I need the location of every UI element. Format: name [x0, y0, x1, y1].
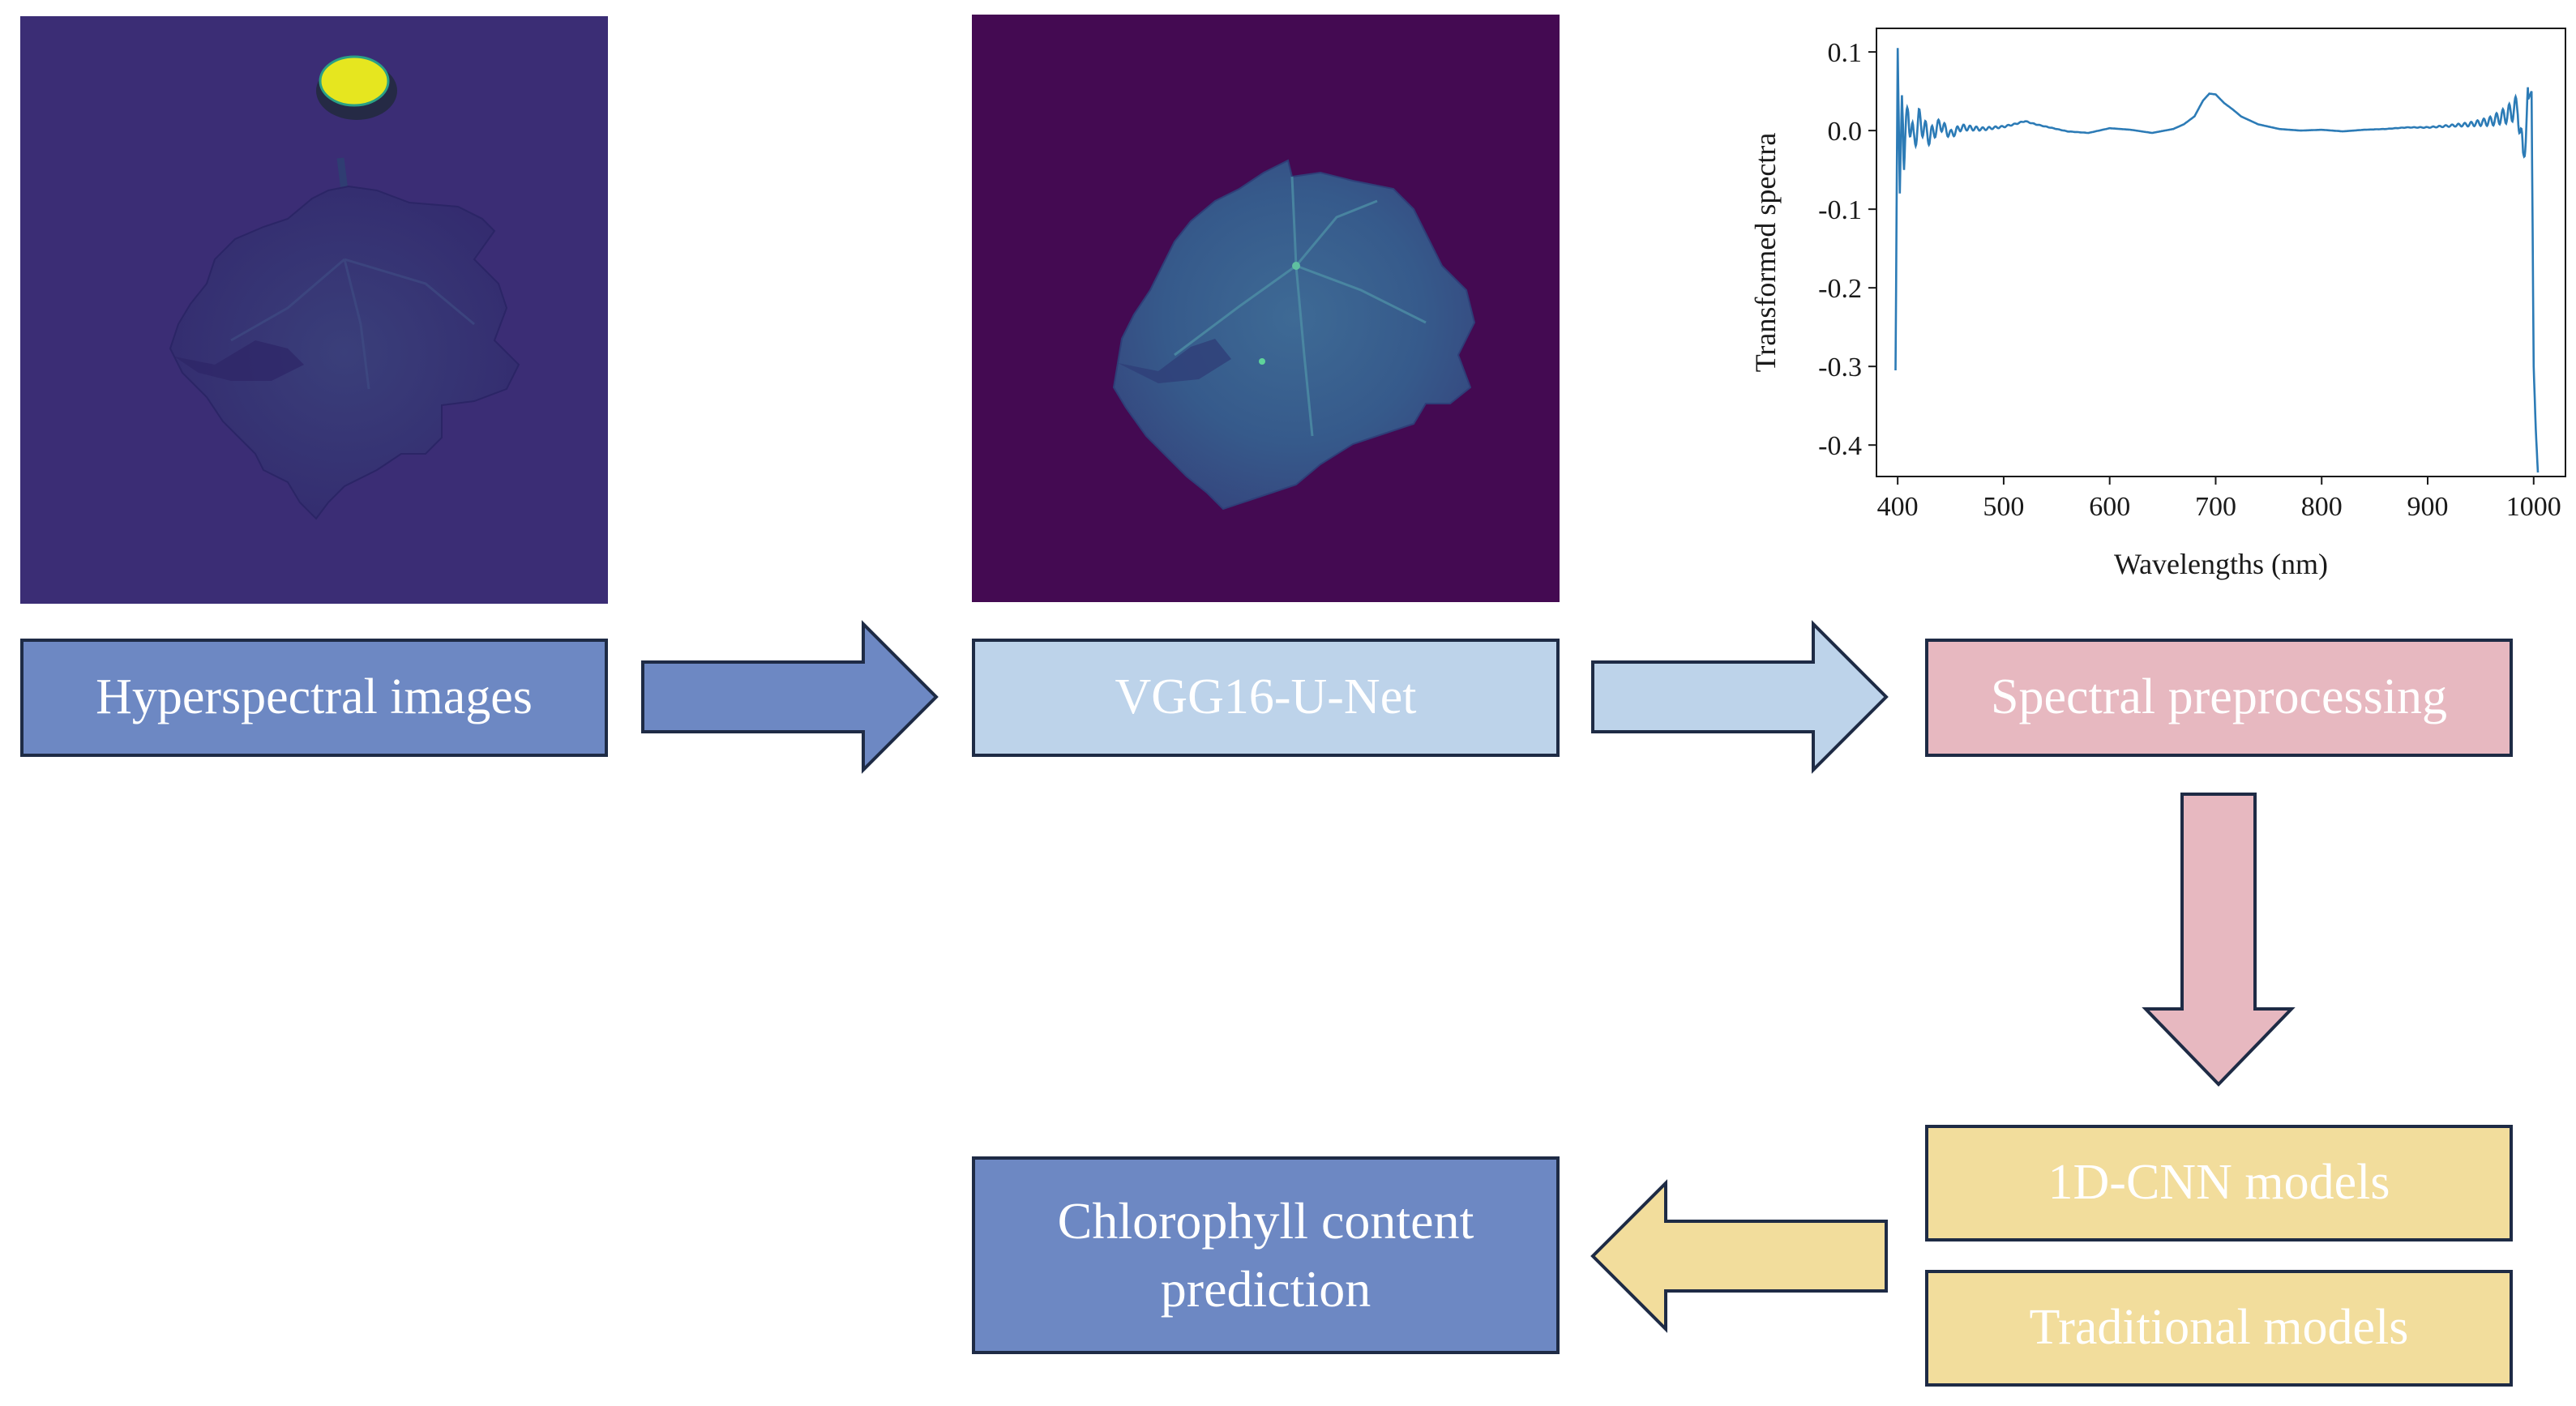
chlorophyll-prediction-label-line2: prediction: [1160, 1260, 1371, 1318]
spectral-preprocessing-label: Spectral preprocessing: [1991, 669, 2447, 725]
x-tick-label: 1000: [2506, 492, 2561, 522]
arrow-right-1: [641, 620, 939, 774]
hyperspectral-images-label: Hyperspectral images: [96, 669, 533, 725]
y-tick-label: 0.0: [1828, 117, 1863, 147]
y-axis-label: Transformed spectra: [1749, 133, 1782, 373]
hyperspectral-image: [20, 16, 608, 604]
vgg16-unet-label: VGG16-U-Net: [1115, 669, 1417, 725]
traditional-models-box: Traditional models: [1925, 1270, 2513, 1387]
spectrum-chart: 400 500 600 700 800 900 1000 0.1 0.0 -0.1 -0.2 -0.3…: [1739, 16, 2574, 600]
leaf-hyperspectral-image: [20, 16, 608, 604]
y-tick-label: -0.2: [1818, 274, 1862, 304]
x-tick-label: 900: [2407, 492, 2449, 522]
1d-cnn-models-box: 1D-CNN models: [1925, 1125, 2513, 1241]
spectrum-chart-svg: 400 500 600 700 800 900 1000 0.1 0.0 -0.1 -0.2 -0.3…: [1749, 28, 2566, 580]
x-tick-label: 800: [2301, 492, 2343, 522]
hyperspectral-images-box: Hyperspectral images: [20, 639, 608, 757]
segmented-image: [972, 15, 1560, 602]
y-tick-label: -0.3: [1818, 353, 1862, 382]
traditional-models-label: Traditional models: [2029, 1300, 2409, 1356]
1d-cnn-models-label: 1D-CNN models: [2048, 1155, 2390, 1211]
spectrum-series-line: [1894, 48, 2540, 473]
leaf-segmented-image: [972, 15, 1560, 602]
y-tick-label: -0.1: [1818, 195, 1862, 225]
arrow-down: [2142, 793, 2296, 1087]
arrow-right-2: [1591, 620, 1889, 774]
y-tick-label: 0.1: [1828, 38, 1863, 68]
spectral-preprocessing-box: Spectral preprocessing: [1925, 639, 2513, 757]
x-axis-label: Wavelengths (nm): [2114, 548, 2328, 580]
y-tick-label: -0.4: [1818, 431, 1862, 461]
x-tick-label: 700: [2195, 492, 2236, 522]
x-tick-label: 500: [1983, 492, 2024, 522]
chlorophyll-prediction-box: Chlorophyll content prediction: [972, 1156, 1560, 1354]
x-tick-label: 600: [2089, 492, 2130, 522]
vgg16-unet-box: VGG16-U-Net: [972, 639, 1560, 757]
arrow-left: [1590, 1179, 1888, 1333]
chlorophyll-prediction-label-line1: Chlorophyll content: [1057, 1191, 1474, 1250]
plot-frame: [1876, 28, 2566, 477]
x-tick-label: 400: [1877, 492, 1919, 522]
